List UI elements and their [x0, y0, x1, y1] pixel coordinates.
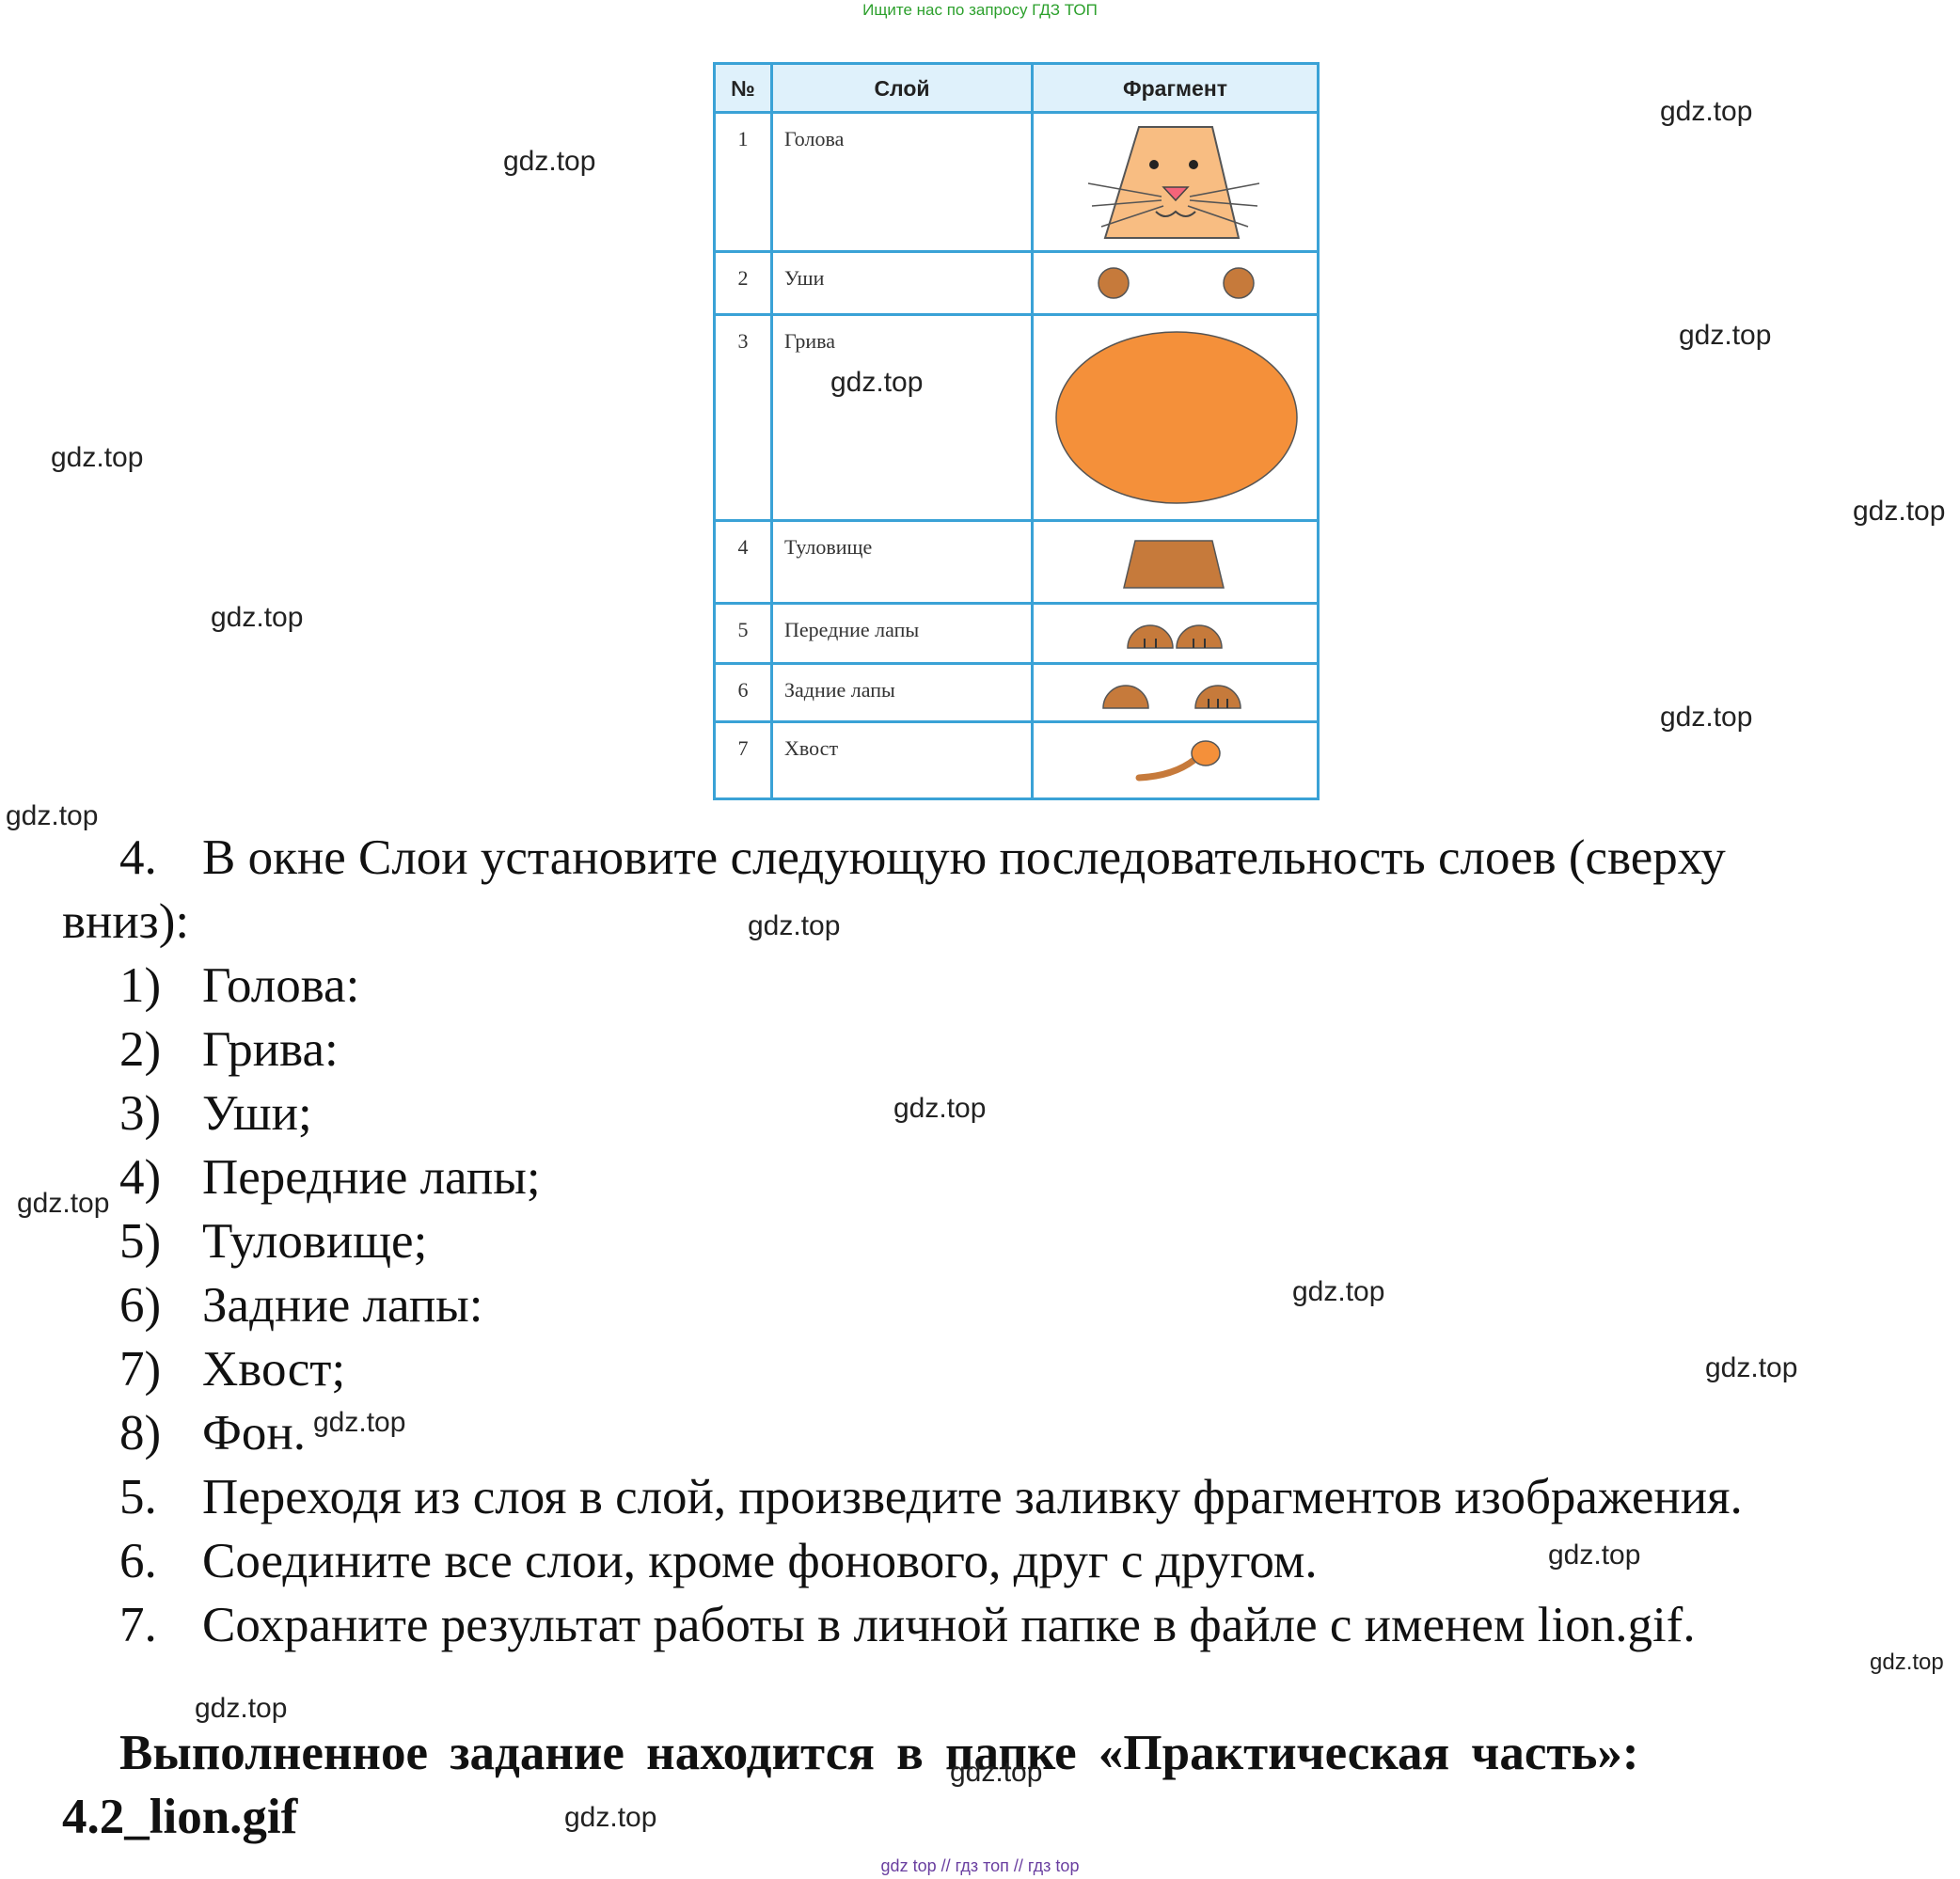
list-item: 3)Уши;	[119, 1086, 312, 1141]
step-6: 6.Соедините все слои, кроме фонового, др…	[119, 1534, 1318, 1588]
body-icon	[1123, 540, 1225, 589]
row-layer-name: Грива	[784, 329, 835, 353]
watermark: gdz.top	[830, 367, 924, 398]
watermark: gdz.top	[1660, 96, 1753, 127]
watermark: gdz.top	[1548, 1540, 1641, 1571]
watermark: gdz.top	[17, 1188, 110, 1219]
table-row: 2 Уши	[716, 253, 1317, 316]
watermark: gdz.top	[211, 602, 304, 633]
watermark: gdz.top	[950, 1757, 1043, 1788]
step-4-line-2: вниз):	[62, 894, 190, 949]
row-layer-name: Голова	[784, 127, 845, 150]
table-row: 4 Туловище	[716, 522, 1317, 605]
watermark: gdz.top	[1870, 1650, 1944, 1675]
watermark: gdz.top	[1853, 496, 1946, 527]
header-cell-num: №	[716, 65, 773, 111]
layers-table: № Слой Фрагмент 1 Голова 2 Уши	[713, 62, 1320, 800]
watermark: gdz.top	[564, 1802, 657, 1833]
row-number: 5	[737, 618, 749, 641]
watermark: gdz.top	[195, 1693, 288, 1724]
row-number: 4	[737, 535, 749, 559]
watermark: gdz.top	[1660, 702, 1753, 733]
header-cell-fragment: Фрагмент	[1122, 76, 1227, 101]
header-cell-layer: Слой	[773, 65, 1034, 111]
watermark: gdz.top	[1705, 1352, 1798, 1383]
list-item: 4)Передние лапы;	[119, 1150, 541, 1205]
table-row: 1 Голова	[716, 114, 1317, 253]
list-item: 1)Голова:	[119, 958, 360, 1013]
list-item: 5)Туловище;	[119, 1214, 428, 1269]
row-layer-name: Передние лапы	[784, 618, 920, 641]
row-number: 7	[737, 736, 749, 760]
footer-links[interactable]: gdz top // гдз топ // гдз top	[880, 1856, 1080, 1875]
ears-icon	[1098, 267, 1255, 299]
top-banner[interactable]: Ищите нас по запросу ГДЗ ТОП	[862, 1, 1098, 19]
row-layer-name: Задние лапы	[784, 678, 895, 702]
step-5: 5.Переходя из слоя в слой, произведите з…	[119, 1470, 1743, 1524]
row-layer-name: Туловище	[784, 535, 873, 559]
table-row: 5 Передние лапы	[716, 605, 1317, 665]
list-item: 7)Хвост;	[119, 1342, 346, 1397]
watermark: gdz.top	[51, 442, 144, 473]
list-item: 6)Задние лапы:	[119, 1278, 483, 1333]
watermark: gdz.top	[503, 146, 596, 177]
head-icon	[1087, 126, 1260, 239]
step-text: В окне Слои установите следующую последо…	[202, 830, 1726, 885]
row-layer-name: Уши	[784, 266, 825, 290]
table-row: 7 Хвост	[716, 723, 1317, 797]
hind-paws-icon	[1102, 685, 1241, 709]
watermark: gdz.top	[313, 1407, 406, 1438]
row-number: 6	[737, 678, 749, 702]
front-paws-icon	[1127, 624, 1223, 649]
watermark: gdz.top	[1292, 1276, 1385, 1307]
watermark: gdz.top	[1679, 320, 1772, 351]
watermark: gdz.top	[748, 910, 841, 941]
list-item: 8)Фон.	[119, 1406, 306, 1461]
step-4-line-1: 4. В окне Слои установите следующую после…	[119, 826, 1726, 890]
result-line-2: 4.2_lion.gif	[62, 1790, 298, 1844]
mane-icon	[1055, 331, 1298, 504]
row-layer-name: Хвост	[784, 736, 839, 760]
row-number: 1	[737, 127, 749, 150]
table-row: 3 Грива	[716, 316, 1317, 522]
table-row: 6 Задние лапы	[716, 665, 1317, 723]
list-item: 2)Грива:	[119, 1022, 339, 1077]
row-number: 3	[737, 329, 749, 353]
watermark: gdz.top	[6, 800, 99, 831]
watermark: gdz.top	[893, 1093, 987, 1124]
table-header-row: № Слой Фрагмент	[716, 65, 1317, 114]
row-number: 2	[737, 266, 749, 290]
step-7: 7.Сохраните результат работы в личной па…	[119, 1598, 1696, 1652]
tail-icon	[1135, 740, 1221, 782]
step-number: 4.	[119, 830, 157, 885]
result-line-1: Выполненное задание находится в папке «П…	[119, 1726, 1639, 1780]
